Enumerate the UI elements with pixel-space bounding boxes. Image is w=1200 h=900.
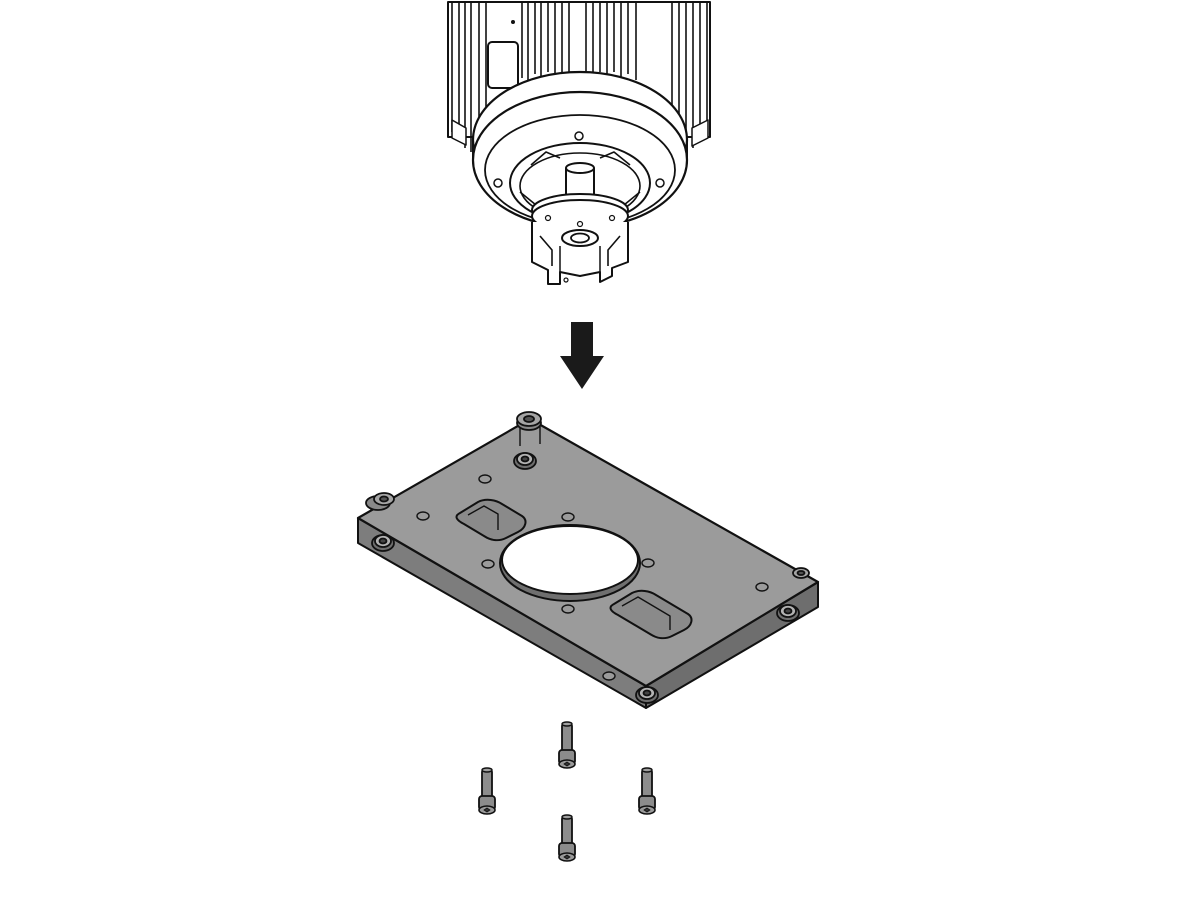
plate-holes [416, 474, 769, 681]
flange-hole [574, 131, 584, 141]
motor-shaft [565, 162, 595, 199]
plate-counterbore [371, 534, 395, 552]
flange-hole [493, 178, 503, 188]
plate-corner-bolt [516, 411, 542, 431]
plate-slot [455, 498, 527, 542]
socket-head-screw [478, 767, 496, 815]
plate-corner-bolt [365, 492, 395, 511]
plate-counterbore [776, 604, 800, 622]
plate-center-bore [499, 524, 641, 602]
plate-counterbore [635, 686, 659, 704]
mounting-plate [356, 411, 820, 709]
plate-counterbore [513, 452, 537, 470]
cutter-head [531, 193, 629, 285]
screws [478, 721, 656, 862]
socket-head-screw [558, 721, 576, 769]
down-arrow-icon [560, 322, 604, 389]
flange-hole [655, 178, 665, 188]
socket-head-screw [638, 767, 656, 815]
socket-head-screw [558, 814, 576, 862]
motor-spindle [447, 1, 711, 285]
plate-corner-bolt [792, 567, 810, 579]
plate-slot [609, 589, 693, 640]
